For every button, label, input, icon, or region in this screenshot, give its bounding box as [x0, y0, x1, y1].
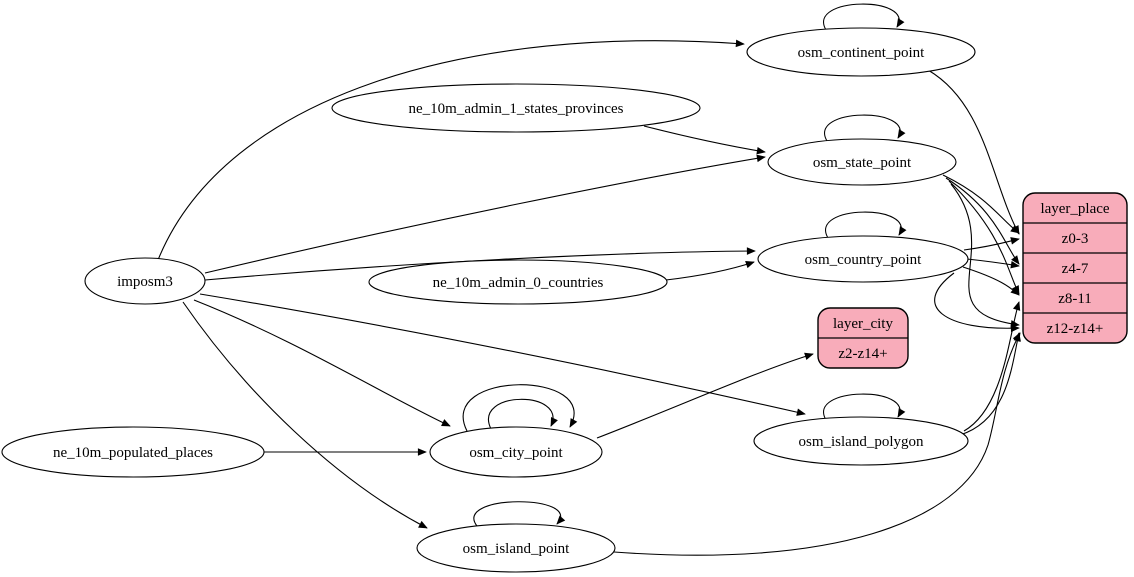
node-label-ne_10m_admin_1_states_provinces: ne_10m_admin_1_states_provinces [409, 101, 624, 117]
node-shape-osm_island_polygon [753, 416, 969, 466]
edge-osm_continent_point-to-layer_place-z0-3 [927, 69, 1020, 235]
edges-layer [157, 3, 1021, 556]
node-label-osm_state_point: osm_state_point [813, 155, 912, 171]
node-shape-osm_country_point [757, 235, 969, 283]
node-label-osm_continent_point: osm_continent_point [798, 45, 925, 61]
node-label-osm_country_point: osm_country_point [805, 252, 922, 268]
edge-imposm3-to-osm_island_polygon [199, 293, 806, 416]
node-shape-imposm3 [84, 257, 206, 305]
record-row-label-layer_place-z8-11: z8-11 [1058, 291, 1092, 307]
edge-osm_country_point-to-layer_place-z4-7 [966, 258, 1020, 269]
node-osm_island_polygon: osm_island_polygon [753, 416, 969, 466]
record-row-label-layer_city-layer_city: layer_city [833, 316, 893, 332]
self-loop-osm_country_point-2 [825, 211, 907, 239]
node-osm_island_point: osm_island_point [416, 523, 616, 573]
edge-imposm3-to-osm_island_point [182, 301, 428, 529]
node-shape-ne_10m_populated_places [1, 426, 265, 478]
edge-osm_country_point-to-layer_place-z12-z14+ [934, 272, 1020, 333]
node-label-ne_10m_populated_places: ne_10m_populated_places [53, 445, 213, 461]
node-ne_10m_admin_0_countries: ne_10m_admin_0_countries [368, 259, 668, 305]
self-loop-osm_island_point-6 [473, 501, 566, 527]
edge-osm_island_polygon-to-layer_place-z8-11 [963, 301, 1021, 432]
node-shape-ne_10m_admin_0_countries [368, 259, 668, 305]
self-loop-osm_continent_point-0 [823, 3, 905, 31]
edge-osm_state_point-to-layer_place-z8-11 [948, 180, 1020, 295]
node-ne_10m_admin_1_states_provinces: ne_10m_admin_1_states_provinces [331, 83, 701, 133]
edge-ne_10m_admin_0_countries-to-osm_country_point [665, 260, 755, 281]
record-row-label-layer_place-z12-z14+: z12-z14+ [1047, 321, 1104, 337]
record-row-label-layer_place-z4-7: z4-7 [1062, 261, 1089, 277]
edge-osm_state_point-to-layer_place-z0-3 [942, 174, 1020, 234]
node-label-ne_10m_admin_0_countries: ne_10m_admin_0_countries [433, 275, 604, 291]
node-osm_state_point: osm_state_point [767, 138, 957, 186]
node-shape-ne_10m_admin_1_states_provinces [331, 83, 701, 133]
nodes-layer: imposm3 ne_10m_admin_1_states_provincesne… [1, 27, 1128, 573]
node-label-osm_island_polygon: osm_island_polygon [798, 434, 924, 450]
edge-osm_country_point-to-layer_place-z8-11 [962, 266, 1020, 296]
node-label-osm_city_point: osm_city_point [469, 445, 563, 461]
node-shape-osm_state_point [767, 138, 957, 186]
node-osm_country_point: osm_country_point [757, 235, 969, 283]
node-shape-osm_city_point [429, 426, 603, 478]
edge-osm_island_point-to-layer_place-z12-z14+ [613, 332, 1021, 556]
node-shape-osm_island_point [416, 523, 616, 573]
edge-osm_state_point-to-layer_place-z4-7 [945, 177, 1020, 265]
record-row-label-layer_place-layer_place: layer_place [1040, 201, 1109, 217]
edge-osm_country_point-to-layer_place-z0-3 [963, 237, 1020, 251]
edge-imposm3-to-osm_state_point [204, 154, 766, 274]
edge-osm_city_point-to-layer_city-z2-z14+ [596, 352, 814, 439]
self-loop-osm_island_polygon-5 [823, 393, 906, 421]
edge-osm_state_point-to-layer_place-z12-z14+ [950, 183, 1020, 328]
self-loop-osm_state_point-1 [824, 114, 906, 142]
edge-ne_10m_admin_1_states_provinces-to-osm_state_point [643, 125, 766, 155]
record-shape-layer_place [1022, 192, 1128, 344]
self-loop-osm_city_point-4 [488, 398, 558, 430]
node-shape-osm_continent_point [746, 27, 976, 77]
record-row-label-layer_place-z0-3: z0-3 [1062, 231, 1089, 247]
record-layer_place: layer_place z0-3 z4-7 z8-11 z12-z14+ [1022, 192, 1128, 344]
edge-osm_island_polygon-to-layer_place-z12-z14+ [959, 332, 1021, 436]
node-ne_10m_populated_places: ne_10m_populated_places [1, 426, 265, 478]
edge-imposm3-to-osm_city_point [193, 299, 451, 427]
node-imposm3: imposm3 [84, 257, 206, 305]
record-layer_city: layer_city z2-z14+ [817, 307, 909, 369]
node-osm_city_point: osm_city_point [429, 426, 603, 478]
node-osm_continent_point: osm_continent_point [746, 27, 976, 77]
record-row-label-layer_city-z2-z14+: z2-z14+ [838, 346, 887, 362]
self-loop-osm_city_point-3 [462, 384, 578, 432]
edge-imposm3-to-osm_continent_point [157, 39, 745, 261]
edge-imposm3-to-osm_country_point [204, 247, 756, 281]
node-label-imposm3: imposm3 [117, 274, 173, 290]
node-label-osm_island_point: osm_island_point [463, 541, 571, 557]
